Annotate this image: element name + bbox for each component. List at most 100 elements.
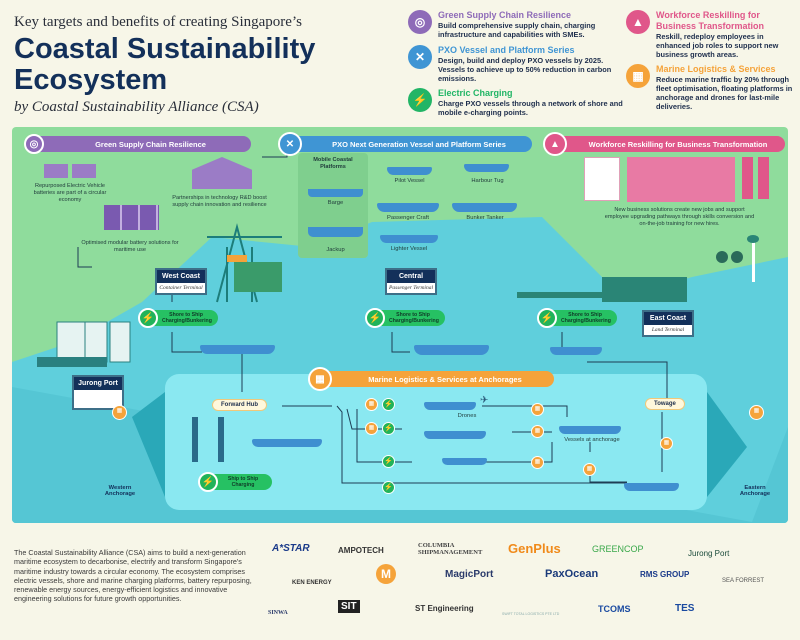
vessels-anchorage-label: Vessels at anchorage: [564, 437, 620, 443]
pilot-vessel-icon: [387, 167, 432, 175]
partner-logo-sit: SIT: [338, 600, 360, 613]
key-target-workforce: ▲ Workforce Reskilling for Business Tran…: [626, 10, 798, 59]
terminal-type: Container Terminal: [159, 285, 203, 291]
office-building-icon: [627, 157, 735, 202]
container-icon: ▦: [626, 64, 650, 88]
charging-label: Shore to Ship Charging/Bunkering: [152, 310, 218, 326]
anchorage-pin-icon: ▦: [112, 405, 127, 420]
passenger-craft-label: Passenger Craft: [387, 215, 429, 221]
lightning-icon: ⚡: [198, 472, 218, 492]
partner-logo-sea-forrest: SEA FORREST: [722, 578, 765, 584]
charging-label: Ship to Ship Charging: [212, 474, 272, 490]
barge-icon: [308, 189, 363, 197]
tug-icon: [624, 483, 679, 491]
hardhat-icon: ▲: [543, 132, 567, 156]
jackup-label: Jackup: [326, 247, 345, 253]
partner-logo-m: M: [376, 564, 396, 584]
key-target-text: Build comprehensive supply chain, chargi…: [438, 21, 596, 39]
terminal-type: Land Terminal: [651, 327, 685, 333]
key-target-text: Reduce marine traffic by 20% through fle…: [656, 75, 793, 111]
lightning-icon: ⚡: [382, 422, 395, 435]
lightning-icon: ⚡: [382, 481, 395, 494]
lightning-icon: ⚡: [382, 398, 395, 411]
partner-logo-rms: RMS GROUP: [640, 570, 690, 579]
forward-hub-label: Forward Hub: [212, 399, 267, 411]
jackup-platform-icon: [192, 417, 242, 462]
partner-logo-genplus: GenPlus: [508, 541, 561, 556]
container-icon: ▦: [308, 367, 332, 391]
ship-icon: [414, 345, 489, 355]
terminal-name: Central: [387, 270, 435, 283]
ship-to-ship-charging: ⚡Ship to Ship Charging: [198, 472, 272, 492]
partner-logo-st-engineering: ST Engineering: [415, 604, 474, 613]
shore-charging-central: ⚡Shore to Ship Charging/Bunkering: [365, 308, 445, 328]
battery-module-icon: [104, 205, 159, 230]
workforce-text: New business solutions create new jobs a…: [604, 207, 755, 227]
passenger-craft-icon: [377, 203, 439, 212]
partner-logo-astar: A*STAR: [272, 543, 310, 554]
section-title: Workforce Reskilling for Business Transf…: [588, 139, 768, 149]
container-marker-icon: ▦: [365, 398, 378, 411]
partner-logo-ampotech: AMPOTECH: [338, 546, 384, 555]
container-marker-icon: ▦: [531, 425, 544, 438]
key-target-title: Marine Logistics & Services: [656, 64, 776, 74]
battery-cycle-icon: ◎: [408, 10, 432, 34]
section-bar-pxo: PXO Next Generation Vessel and Platform …: [282, 136, 532, 152]
harbour-tug-icon: [464, 164, 509, 172]
section-title: PXO Next Generation Vessel and Platform …: [332, 139, 506, 149]
partner-logo-text: A*STAR: [272, 543, 310, 554]
tools-icon: ✕: [278, 132, 302, 156]
jurong-port-sign: Jurong Port: [72, 375, 124, 410]
terminal-type: Passenger Terminal: [389, 285, 433, 291]
battery-icon: [42, 160, 102, 185]
page-title: Coastal Sustainability Ecosystem: [14, 33, 316, 96]
ship-icon: [200, 345, 275, 354]
section-title: Green Supply Chain Resilience: [95, 139, 206, 149]
container-marker-icon: ▦: [365, 422, 378, 435]
anchorage-pin-icon: ▦: [749, 405, 764, 420]
partner-logo-ken-energy: KEN ENERGY: [292, 580, 332, 586]
mobile-platforms-title: Mobile Coastal Platforms: [313, 157, 353, 170]
key-target-text: Charge PXO vessels through a network of …: [438, 99, 623, 117]
ship-icon: [424, 431, 486, 439]
drones-label: Drones: [457, 413, 477, 419]
lightning-icon: ⚡: [537, 308, 557, 328]
lightning-icon: ⚡: [382, 455, 395, 468]
lighter-vessel-icon: [380, 235, 438, 243]
modular-text: Optimised modular battery solutions for …: [81, 240, 179, 253]
section-bar-workforce: Workforce Reskilling for Business Transf…: [547, 136, 785, 152]
certificate-icon: [584, 157, 620, 201]
partner-logo-tcoms: TCOMS: [598, 604, 631, 614]
workers-icon: [742, 157, 772, 199]
partner-logo-sinwa: SINWA: [268, 610, 288, 616]
key-target-title: Workforce Reskilling for Business Transf…: [656, 10, 765, 31]
barge-label: Barge: [327, 200, 344, 206]
ship-icon: [442, 458, 487, 465]
lighter-vessel-label: Lighter Vessel: [390, 246, 428, 252]
ship-icon: [424, 402, 476, 410]
key-target-title: Green Supply Chain Resilience: [438, 10, 572, 20]
charging-label: Shore to Ship Charging/Bunkering: [551, 310, 617, 326]
partner-logo-paxocean: PaxOcean: [545, 568, 599, 580]
vessel-at-anchorage-icon: [559, 426, 621, 434]
ecosystem-map: Green Supply Chain Resilience ◎ PXO Next…: [12, 127, 788, 523]
charging-label: Shore to Ship Charging/Bunkering: [379, 310, 445, 326]
byline: by Coastal Sustainability Alliance (CSA): [14, 99, 259, 115]
western-anchorage-label: Western Anchorage: [104, 485, 136, 497]
terminal-name: East Coast: [644, 312, 692, 325]
jackup-icon: [308, 227, 363, 237]
eastern-anchorage-label: Eastern Anchorage: [739, 485, 771, 497]
tools-icon: ✕: [408, 45, 432, 69]
key-target-title: PXO Vessel and Platform Series: [438, 45, 575, 55]
container-marker-icon: ▦: [531, 456, 544, 469]
partner-logo-swift: SWIFT TOTAL LOGISTICS PTE LTD: [502, 612, 560, 616]
lightning-icon: ⚡: [365, 308, 385, 328]
partner-logo-tes: TES: [675, 603, 695, 614]
key-target-text: Reskill, redeploy employees in enhanced …: [656, 32, 779, 59]
